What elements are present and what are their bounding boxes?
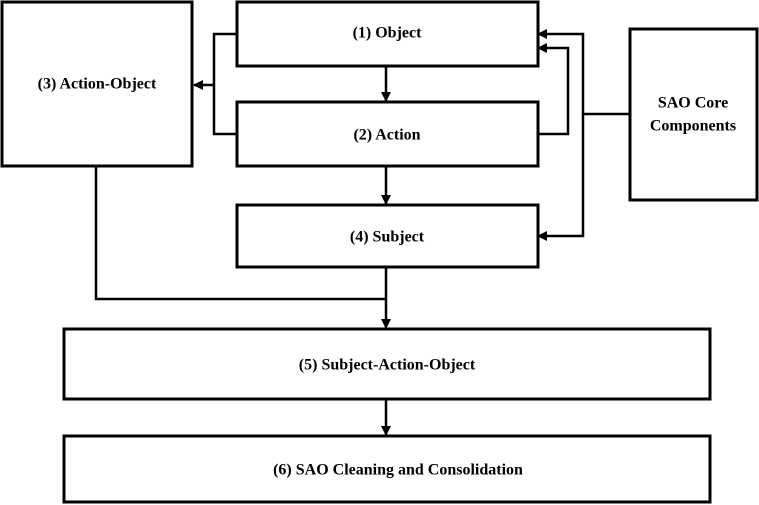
node-object-label: (1) Object xyxy=(353,25,423,42)
node-action: (2) Action xyxy=(235,100,540,168)
node-cleaning-label: (6) SAO Cleaning and Consolidation xyxy=(273,462,523,479)
arrow-to-sao xyxy=(94,167,386,328)
node-subject-label: (4) Subject xyxy=(350,229,425,246)
node-sao-label: (5) Subject-Action-Object xyxy=(299,357,476,374)
arrow-core-to-object xyxy=(537,29,630,116)
arrow-bracket-to-action-object xyxy=(194,32,237,136)
connectors xyxy=(94,29,630,436)
node-action-object: (3) Action-Object xyxy=(0,0,194,168)
node-subject: (4) Subject xyxy=(235,203,540,269)
node-sao-core-label-line2: Components xyxy=(650,118,736,135)
arrow-action-to-object xyxy=(537,43,570,136)
node-action-object-label: (3) Action-Object xyxy=(38,76,157,93)
arrow-core-to-subject xyxy=(537,114,585,241)
node-subject-action-object: (5) Subject-Action-Object xyxy=(62,327,712,401)
node-sao-cleaning: (6) SAO Cleaning and Consolidation xyxy=(62,434,712,504)
node-sao-core-label-line1: SAO Core xyxy=(658,95,728,112)
node-object: (1) Object xyxy=(235,0,540,68)
node-sao-core-components: SAO Core Components xyxy=(628,27,759,202)
node-action-label: (2) Action xyxy=(353,127,420,144)
